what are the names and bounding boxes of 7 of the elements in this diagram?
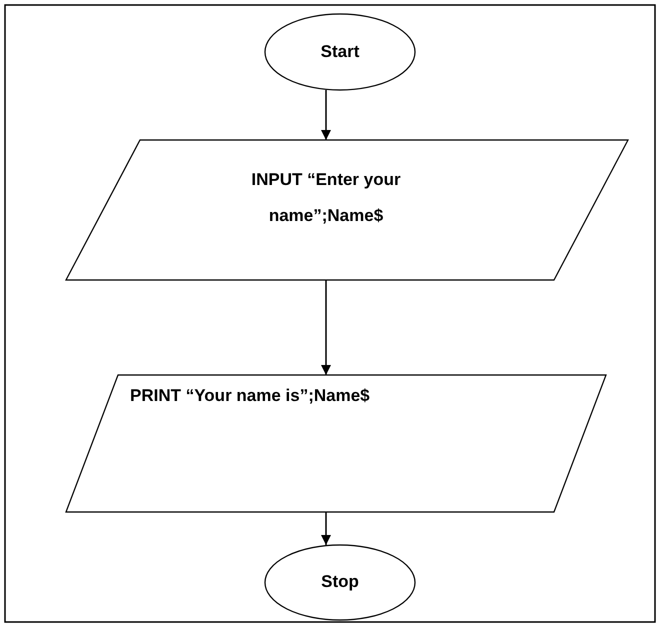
flowchart-step-text: Stop bbox=[320, 571, 360, 593]
flowchart-step-text: INPUT “Enter your name”;Name$ bbox=[250, 169, 402, 227]
flow-arrow bbox=[321, 512, 331, 545]
flow-arrow bbox=[321, 90, 331, 140]
flow-arrow bbox=[321, 280, 331, 375]
flowchart-step-text: PRINT “Your name is”;Name$ bbox=[130, 385, 371, 407]
flowchart-step-text: Start bbox=[320, 41, 360, 63]
